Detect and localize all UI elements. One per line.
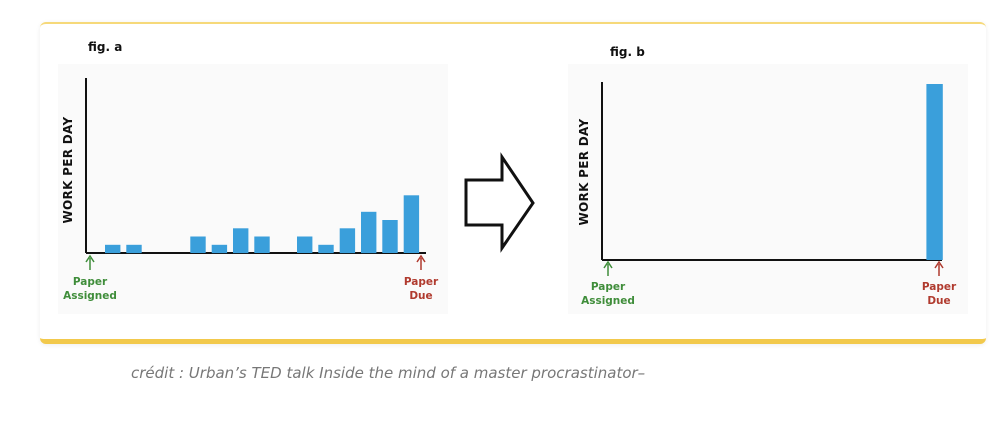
fig-a-bar-13 <box>361 211 377 254</box>
fig-a-bar-10 <box>297 236 313 253</box>
fig-a-bar-11 <box>318 244 334 254</box>
fig-b-assigned-label-2: Assigned <box>581 295 635 307</box>
fig-a-due-label-2: Due <box>409 290 432 302</box>
fig-a-bar-2 <box>126 244 142 254</box>
fig-a-bar-1 <box>105 244 121 254</box>
fig-a-bars <box>105 195 420 254</box>
image-credit-caption: crédit : Urban’s TED talk Inside the min… <box>131 364 646 382</box>
fig-a-bar-15 <box>403 195 420 253</box>
fig-a-assigned-label-1: Paper <box>73 276 108 288</box>
fig-b-assigned-label-1: Paper <box>591 281 626 293</box>
fig-a-y-axis-label: WORK PER DAY <box>61 117 75 224</box>
fig-a-bar-7 <box>233 228 249 254</box>
fig-b-due-label-1: Paper <box>922 281 957 293</box>
fig-a-assigned-label-2: Assigned <box>63 290 117 302</box>
fig-b-title: fig. b <box>610 45 645 59</box>
fig-a-bar-5 <box>190 236 206 253</box>
transition-arrow-icon <box>464 152 535 253</box>
fig-b-paper-due-marker: Paper Due <box>922 260 957 307</box>
fig-a-paper-assigned-marker: Paper Assigned <box>63 254 117 302</box>
fig-b-due-label-2: Due <box>927 295 950 307</box>
panel-fig-a <box>58 64 448 314</box>
fig-a-bar-14 <box>382 220 398 253</box>
fig-a-bar-12 <box>339 228 356 254</box>
fig-b-paper-assigned-marker: Paper Assigned <box>581 260 635 307</box>
fig-a-paper-due-marker: Paper Due <box>404 254 439 302</box>
fig-b-bar-15 <box>926 84 943 260</box>
fig-a-bar-6 <box>211 244 228 254</box>
fig-b-bars <box>926 84 943 260</box>
panel-fig-b <box>568 64 968 314</box>
fig-a-title: fig. a <box>88 40 122 54</box>
fig-a-bar-8 <box>254 236 270 253</box>
fig-b-y-axis-label: WORK PER DAY <box>577 119 591 226</box>
fig-a-due-label-1: Paper <box>404 276 439 288</box>
